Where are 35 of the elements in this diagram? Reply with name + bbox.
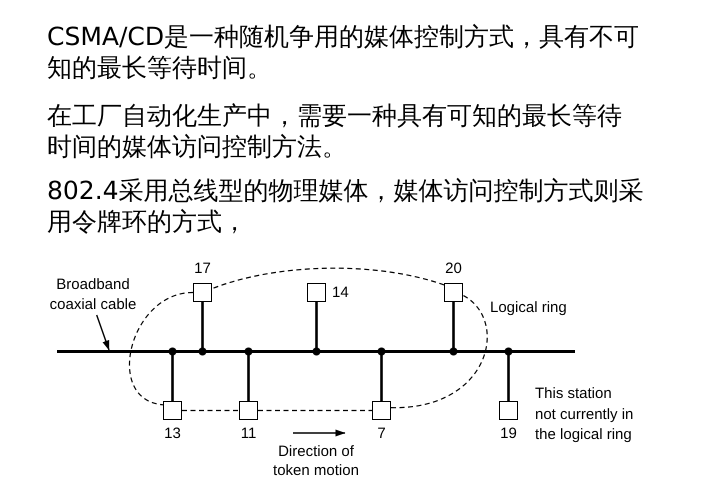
station-number: 13 <box>164 424 181 442</box>
station-number: 19 <box>500 424 517 442</box>
station-box <box>307 283 326 302</box>
body-text: 802.4采用总线型的物理媒体，媒体访问控制方式则采用令牌环的方式， <box>47 175 645 237</box>
station-box <box>372 401 391 420</box>
cable-label: Broadband coaxial cable <box>47 275 139 315</box>
ring-label: Logical ring <box>490 299 567 317</box>
station-number: 17 <box>194 260 211 276</box>
direction-label: Direction of token motion <box>272 442 360 480</box>
station-note: This station not currently in the logical ring <box>535 384 634 445</box>
station-box <box>163 401 182 420</box>
coaxial-cable <box>57 350 575 353</box>
leader-line <box>96 314 110 350</box>
dashed-ring-line <box>390 294 488 408</box>
drop-line <box>378 348 386 401</box>
station-number: 11 <box>240 424 256 442</box>
station-box <box>444 283 463 302</box>
station-number: 20 <box>445 260 462 276</box>
dashed-ring-line <box>212 268 444 290</box>
dashed-ring-line <box>182 410 239 412</box>
station-box <box>239 401 258 420</box>
station-number: 14 <box>332 284 349 300</box>
dashed-ring-line <box>129 292 194 406</box>
station-number: 7 <box>377 424 386 442</box>
drop-line <box>450 302 458 356</box>
drop-line <box>198 302 206 356</box>
dashed-ring-line <box>258 410 372 412</box>
station-box <box>193 283 212 302</box>
station-box <box>499 401 518 420</box>
drop-line <box>312 302 320 356</box>
drop-line <box>244 348 252 401</box>
drop-line <box>168 348 176 401</box>
drop-line <box>504 348 512 401</box>
body-text: 在工厂自动化生产中，需要一种具有可知的最长等待时间的媒体访问控制方法。 <box>47 100 623 162</box>
body-text: CSMA/CD是一种随机争用的媒体控制方式，具有不可知的最长等待时间。 <box>47 21 640 83</box>
